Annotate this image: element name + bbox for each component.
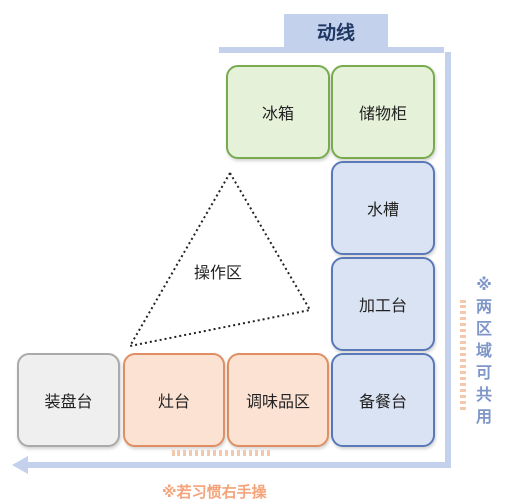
flow-title: 动线 [284, 14, 388, 48]
note-char: 区 [475, 319, 492, 338]
flow-line-top [219, 47, 444, 53]
flow-line-right [445, 52, 451, 468]
fridge-box: 冰箱 [226, 65, 330, 159]
note-char: 共 [475, 385, 492, 404]
flow-line-bottom [26, 462, 451, 468]
shared-area-dots-right [460, 300, 466, 410]
sink-box: 水槽 [331, 161, 435, 255]
flow-arrow-left-icon [12, 456, 28, 474]
stove-counter-box: 灶台 [123, 353, 225, 447]
note-char: 域 [475, 341, 492, 360]
note-char: 可 [475, 363, 492, 382]
seasoning-area-box: 调味品区 [227, 353, 329, 447]
storage-cabinet-box: 储物柜 [331, 65, 435, 159]
note-char: 用 [475, 407, 492, 426]
plating-counter-box: 装盘台 [17, 353, 120, 447]
right-hand-habit-note: ※若习惯右手操 [162, 483, 267, 501]
shared-area-dots-bottom [172, 450, 270, 456]
note-char: ※ [476, 275, 492, 294]
note-char: 两 [475, 297, 492, 316]
shared-area-note: ※ 两 区 域 可 共 用 [474, 274, 494, 428]
serving-counter-box: 备餐台 [331, 353, 435, 447]
prep-counter-box: 加工台 [331, 257, 435, 351]
work-zone-label: 操作区 [194, 263, 243, 282]
